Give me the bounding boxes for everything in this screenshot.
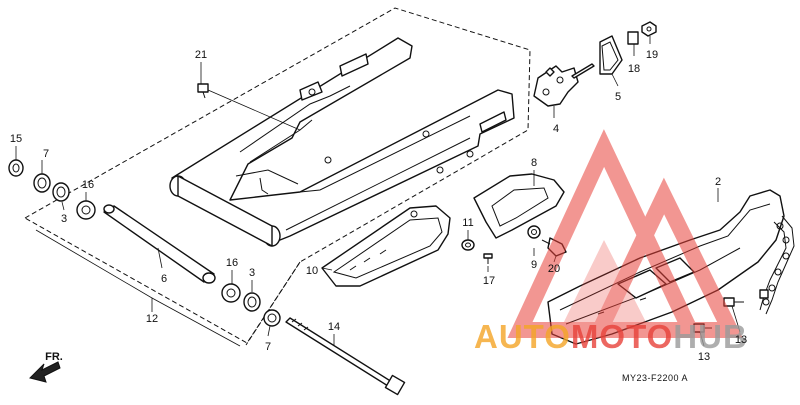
callout: 9: [531, 259, 537, 271]
callout: 16: [226, 257, 238, 269]
pivot-bolt: [285, 317, 406, 396]
front-direction-arrow: FR.: [29, 351, 63, 383]
bracket-4: [533, 63, 595, 107]
drawing-code: MY23-F2200 A: [622, 373, 688, 383]
callouts: 21 15 7 16 3 6 12 16 3 7 14 10 11 17 9 2…: [10, 49, 747, 363]
callout: 14: [328, 321, 340, 333]
callout: 7: [43, 148, 49, 160]
callout: 15: [10, 133, 22, 145]
callout: 17: [483, 275, 495, 287]
callout: 21: [195, 49, 207, 61]
bolt-21: [197, 83, 301, 131]
callout: 3: [61, 213, 67, 225]
callout: 10: [306, 265, 318, 277]
leader-lines: [15, 36, 741, 347]
callout: 11: [462, 217, 473, 229]
callout: 13: [735, 334, 747, 346]
callout: 20: [548, 263, 560, 275]
direction-label: FR.: [45, 351, 63, 363]
watermark-text: AUTOMOTOHUB: [474, 318, 748, 355]
callout: 4: [553, 123, 559, 135]
callout: 8: [531, 157, 537, 169]
callout: 18: [628, 63, 640, 75]
chain-guide: [473, 173, 565, 239]
callout: 3: [249, 267, 255, 279]
assembly-boundary: [23, 7, 531, 346]
callout: 13: [698, 351, 710, 363]
callout: 7: [265, 341, 271, 353]
plate-5: [599, 35, 623, 75]
chain-slider: [321, 205, 451, 287]
washer-nut: [627, 21, 657, 45]
callout: 16: [82, 179, 94, 191]
callout: 19: [646, 49, 658, 61]
callout: 6: [161, 273, 167, 285]
watermark-part-1: AUTO: [474, 318, 571, 355]
callout: 12: [146, 313, 158, 325]
callout: 5: [615, 91, 621, 103]
pivot-shaft: [103, 204, 216, 284]
watermark-part-2: MOTO: [571, 318, 673, 355]
watermark-part-3: HUB: [673, 318, 748, 355]
callout: 2: [715, 176, 721, 188]
watermark-logo: [507, 129, 743, 338]
bearings-right: [221, 283, 281, 327]
svg-text:AUTOMOTOHUB: AUTOMOTOHUB: [474, 318, 748, 355]
swingarm: [169, 37, 515, 247]
